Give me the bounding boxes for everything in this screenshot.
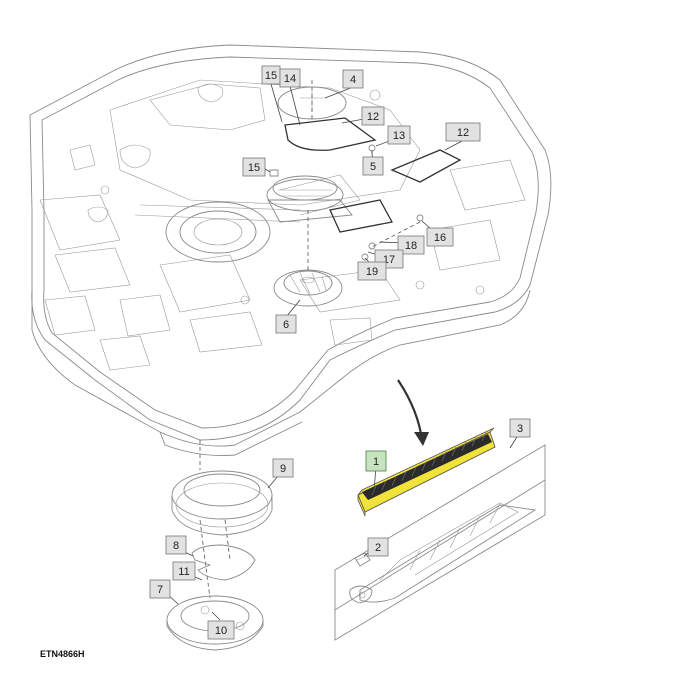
callout-2: 2: [367, 537, 389, 557]
svg-text:8: 8: [173, 540, 179, 552]
svg-text:11: 11: [178, 566, 189, 578]
callout-15-top: 15: [261, 65, 281, 85]
clip-part-2: [354, 552, 371, 567]
gasket-part-12: [284, 117, 462, 183]
figure-id-label: ETN4866H: [40, 649, 85, 659]
callout-14: 14: [279, 68, 301, 88]
callout-16: 16: [426, 227, 454, 247]
svg-text:1: 1: [373, 456, 379, 468]
callout-11: 11: [172, 561, 196, 581]
blower-motor-assembly: [266, 175, 393, 233]
callout-15-left: 15: [242, 157, 266, 177]
callout-7: 7: [149, 579, 171, 599]
callout-6: 6: [275, 314, 297, 334]
callout-19: 19: [357, 261, 387, 281]
small-fasteners: [269, 144, 424, 261]
assembly-dash-lines: [199, 80, 421, 599]
callout-5: 5: [362, 156, 384, 176]
svg-text:16: 16: [434, 232, 446, 244]
svg-text:2: 2: [375, 542, 381, 554]
callout-3: 3: [509, 418, 531, 438]
callout-1-highlighted: 1: [365, 450, 387, 472]
svg-text:3: 3: [517, 423, 523, 435]
seal-ring-part-9: [171, 470, 273, 536]
svg-text:12: 12: [367, 111, 379, 123]
svg-text:10: 10: [215, 625, 227, 637]
svg-text:6: 6: [283, 319, 289, 331]
callout-leader-lines: [164, 83, 521, 621]
callout-10: 10: [207, 620, 235, 640]
retainer-plate-part-8: [191, 544, 256, 581]
callout-9: 9: [272, 458, 294, 478]
svg-text:7: 7: [157, 584, 163, 596]
svg-text:19: 19: [366, 266, 378, 278]
fan-wheel-part-6: [273, 269, 343, 307]
callout-12-center: 12: [361, 106, 385, 126]
filter-housing-part-3: [334, 444, 546, 641]
callout-13: 13: [387, 125, 411, 145]
svg-text:18: 18: [405, 240, 417, 252]
callout-12-right: 12: [445, 122, 481, 142]
direction-arrow: [397, 379, 429, 446]
cabin-air-filter-part-1: [357, 427, 496, 517]
svg-text:12: 12: [457, 127, 469, 139]
callout-8: 8: [165, 535, 187, 555]
svg-text:13: 13: [393, 130, 405, 142]
svg-text:9: 9: [280, 463, 286, 475]
callout-18: 18: [397, 235, 425, 255]
callout-4: 4: [342, 69, 364, 89]
svg-text:14: 14: [284, 73, 296, 85]
roof-housing-drawing: [29, 44, 552, 456]
svg-text:15: 15: [248, 162, 260, 174]
svg-text:15: 15: [265, 70, 277, 82]
svg-text:4: 4: [350, 74, 356, 86]
svg-text:5: 5: [370, 161, 376, 173]
